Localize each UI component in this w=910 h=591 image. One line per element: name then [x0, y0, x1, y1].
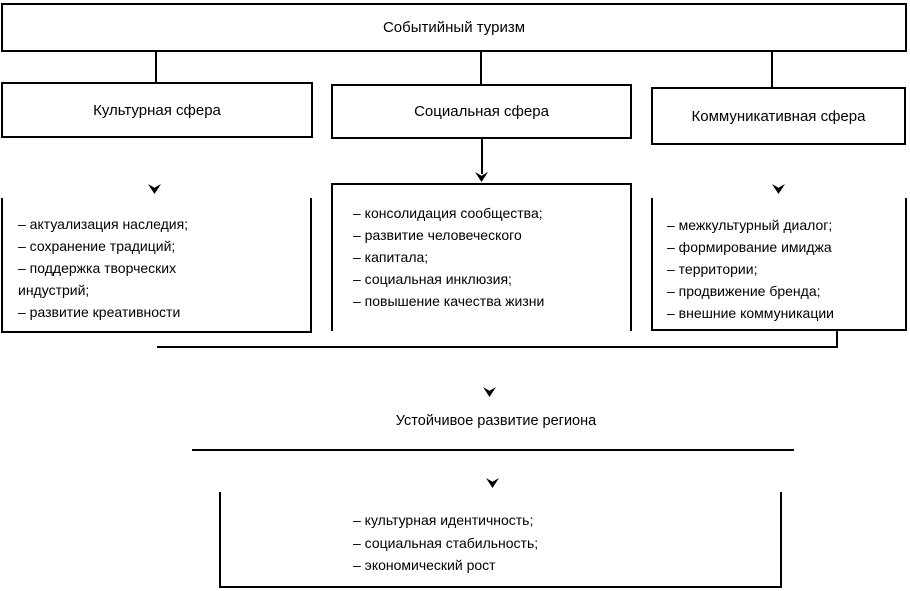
list-item: – развитие человеческого — [353, 227, 522, 243]
root-box-label: Событийный туризм — [382, 19, 526, 36]
list-cultural: – актуализация наследия; – сохранение тр… — [1, 198, 312, 333]
collector-stub-right — [836, 331, 838, 348]
arrow-down-icon — [486, 478, 499, 488]
separator-line — [192, 449, 794, 451]
list-item: – внешние коммуникации — [667, 305, 834, 321]
sphere-box-social: Социальная сфера — [331, 84, 632, 139]
list-item: – межкультурный диалог; — [667, 217, 833, 233]
list-item: – поддержка творческих — [18, 260, 177, 276]
list-item: – экономический рост — [353, 557, 496, 573]
arrow-down-icon — [483, 387, 496, 397]
list-item: – актуализация наследия; — [18, 216, 189, 232]
list-item: – капитала; — [353, 249, 429, 265]
list-item: – консолидация сообщества; — [353, 205, 543, 221]
sphere-box-communicative: Коммуникативная сфера — [651, 87, 906, 145]
sphere-label-social: Социальная сфера — [414, 103, 549, 120]
list-item: – культурная идентичность; — [353, 512, 534, 528]
sphere-box-cultural: Культурная сфера — [1, 82, 313, 138]
arrow-down-icon — [148, 184, 161, 194]
list-item: – развитие креативности — [18, 304, 181, 320]
list-social: – консолидация сообщества; – развитие че… — [331, 183, 632, 331]
list-communicative: – межкультурный диалог; – формирование и… — [651, 198, 907, 331]
connector-line-communicative — [771, 52, 773, 87]
list-item: – сохранение традиций; — [18, 238, 176, 254]
sphere-label-communicative: Коммуникативная сфера — [691, 107, 866, 125]
outcome-label: Устойчивое развитие региона — [395, 413, 597, 429]
collector-line — [157, 346, 838, 348]
results-box: – культурная идентичность; – социальная … — [219, 492, 782, 588]
list-item: – социальная инклюзия; — [353, 271, 512, 287]
arrow-down-icon — [475, 172, 488, 182]
list-item: – продвижение бренда; — [667, 283, 821, 299]
list-item: – территории; — [667, 261, 758, 277]
connector-shaft-social — [481, 139, 483, 174]
connector-line-cultural — [155, 52, 157, 82]
root-box-event-tourism: Событийный туризм — [1, 3, 907, 52]
list-item: – формирование имиджа — [667, 239, 832, 255]
list-item: индустрий; — [18, 282, 90, 298]
list-item: – повышение качества жизни — [353, 293, 545, 309]
connector-line-social — [480, 52, 482, 84]
list-item: – социальная стабильность; — [353, 534, 539, 551]
arrow-down-icon — [772, 184, 785, 194]
sphere-label-cultural: Культурная сфера — [93, 101, 221, 119]
